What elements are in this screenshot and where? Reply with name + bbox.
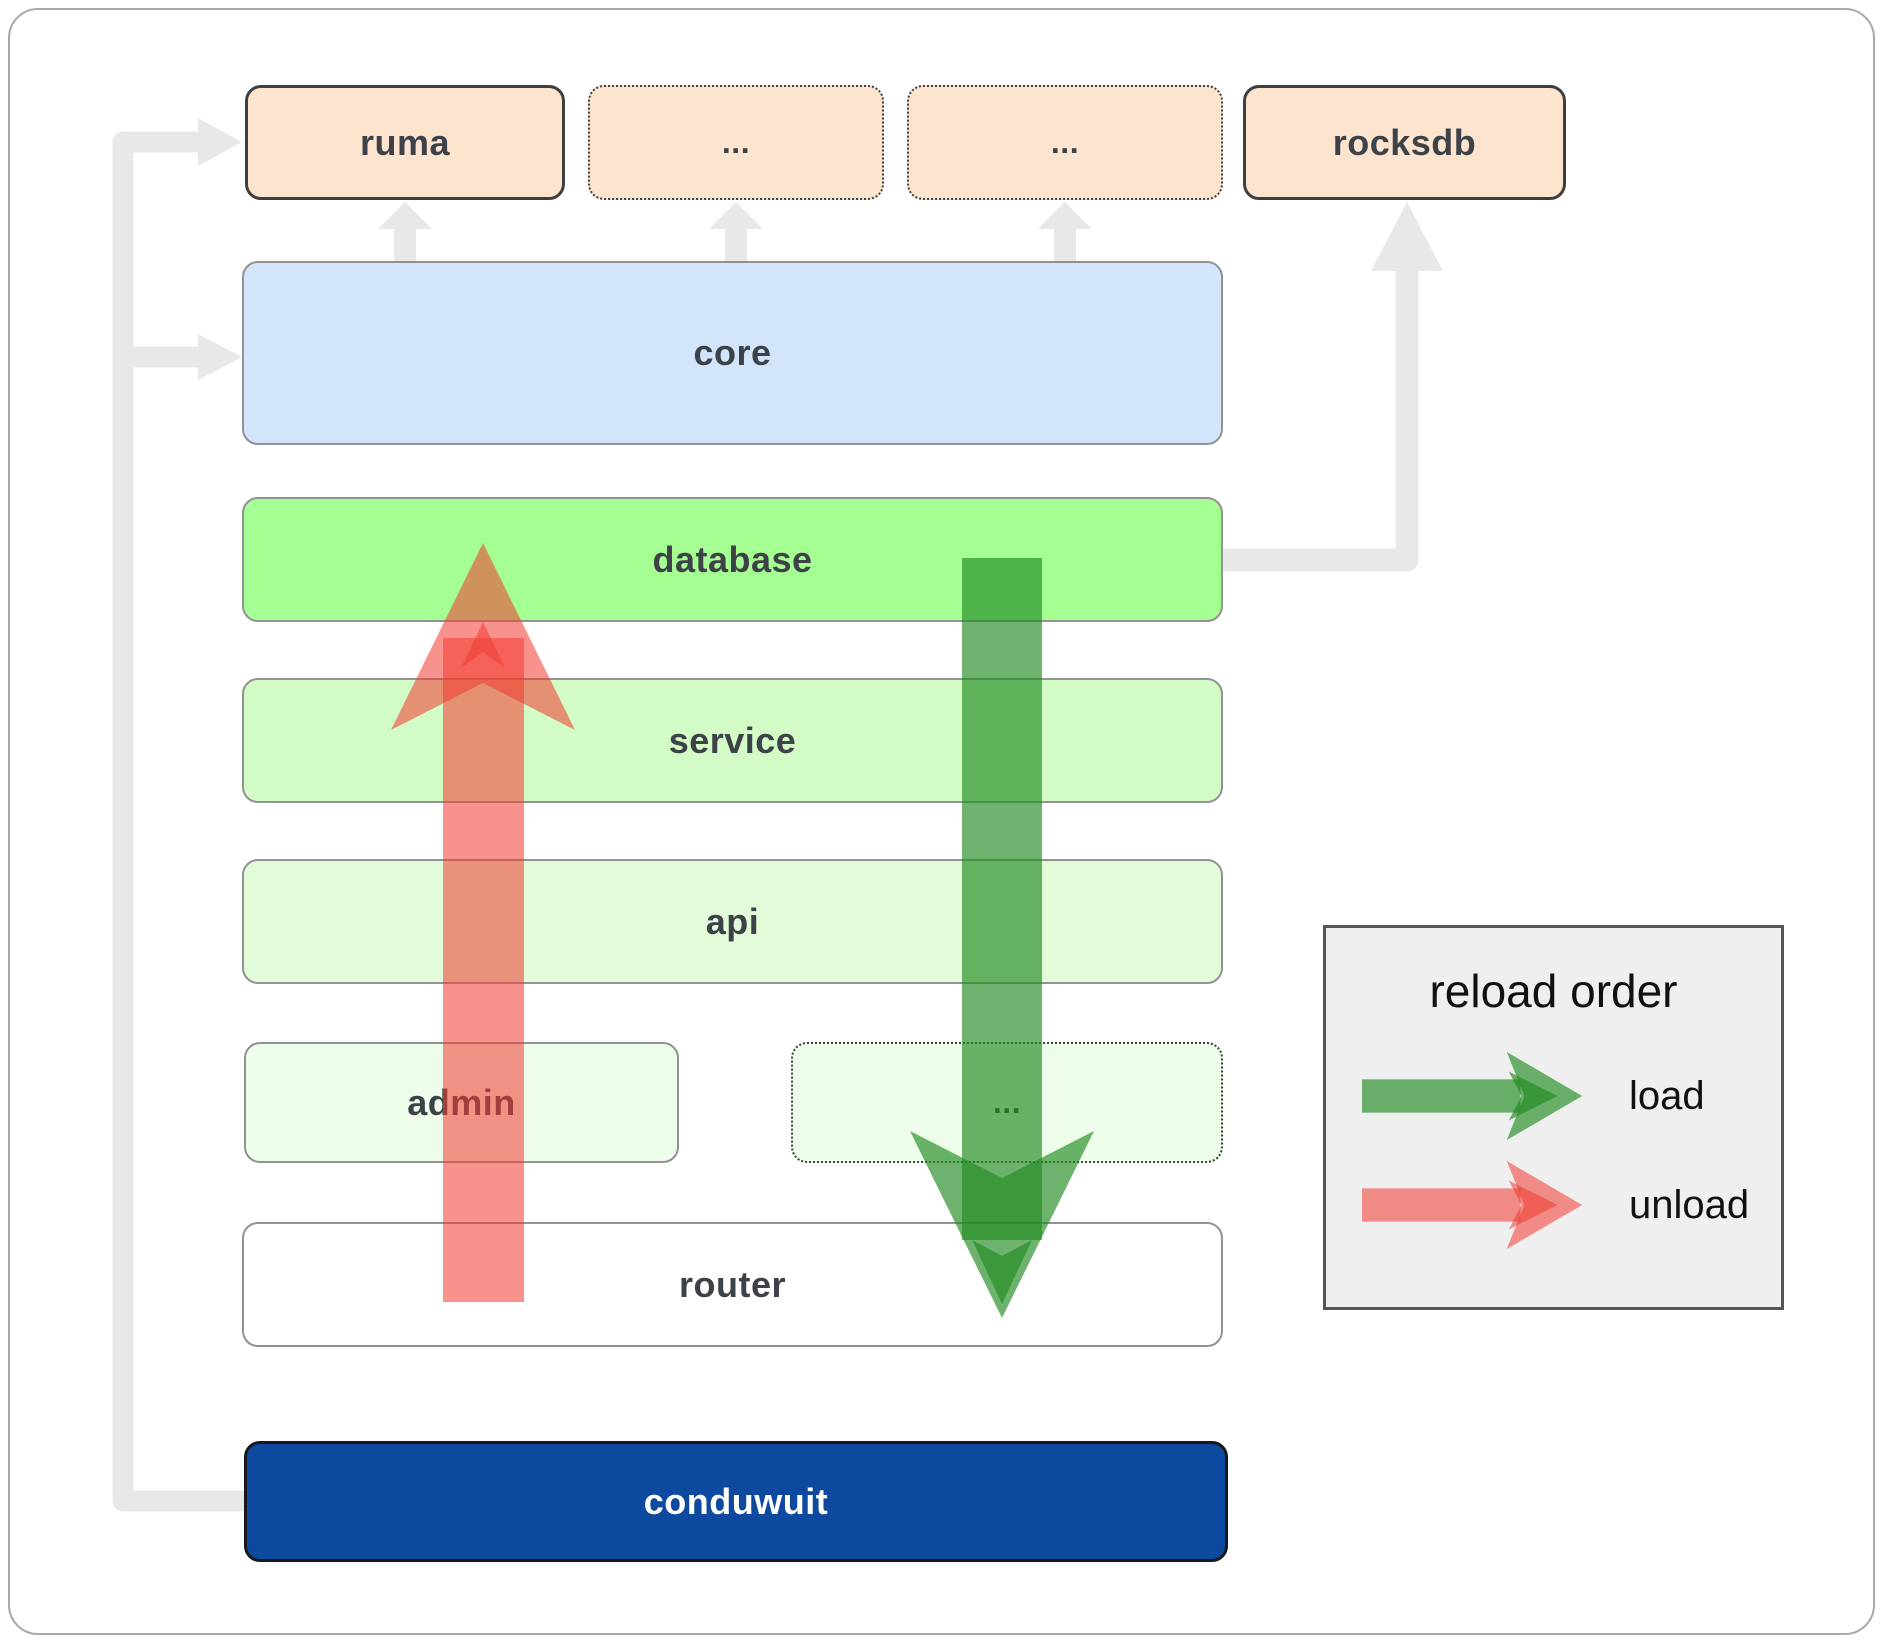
node-ellipsis-top-left: ... [588, 85, 884, 200]
node-rocksdb-label: rocksdb [1332, 121, 1477, 163]
legend-item-load: load [1362, 1042, 1705, 1150]
node-ellipsis-bottom-label: ... [992, 1084, 1022, 1120]
node-rocksdb: rocksdb [1243, 85, 1566, 200]
legend-load-label: load [1629, 1073, 1705, 1118]
node-core-label: core [693, 332, 772, 373]
node-ellipsis-top-right: ... [907, 85, 1223, 200]
node-router-label: router [678, 1263, 786, 1305]
node-conduwuit-label: conduwuit [643, 1480, 829, 1522]
node-database-label: database [652, 538, 813, 580]
legend: reload order load unload [1323, 925, 1784, 1310]
node-database: database [242, 497, 1223, 622]
unload-arrow-icon [1362, 1160, 1583, 1250]
node-ruma-label: ruma [359, 121, 451, 163]
node-admin-label: admin [407, 1081, 516, 1123]
load-arrow-icon [1362, 1051, 1583, 1141]
node-conduwuit: conduwuit [244, 1441, 1228, 1562]
node-api: api [242, 859, 1223, 984]
node-service: service [242, 678, 1223, 803]
node-ellipsis-top-left-label: ... [721, 124, 751, 160]
node-core: core [242, 261, 1223, 445]
node-ellipsis-bottom: ... [791, 1042, 1223, 1163]
node-service-label: service [668, 719, 797, 761]
legend-title: reload order [1429, 965, 1678, 1017]
legend-unload-label: unload [1629, 1182, 1750, 1227]
node-api-label: api [705, 900, 760, 942]
legend-item-unload: unload [1362, 1151, 1749, 1259]
node-admin: admin [244, 1042, 679, 1163]
node-ruma: ruma [245, 85, 565, 200]
node-router: router [242, 1222, 1223, 1347]
diagram-outer-frame [8, 8, 1875, 1635]
node-ellipsis-top-right-label: ... [1050, 124, 1080, 160]
